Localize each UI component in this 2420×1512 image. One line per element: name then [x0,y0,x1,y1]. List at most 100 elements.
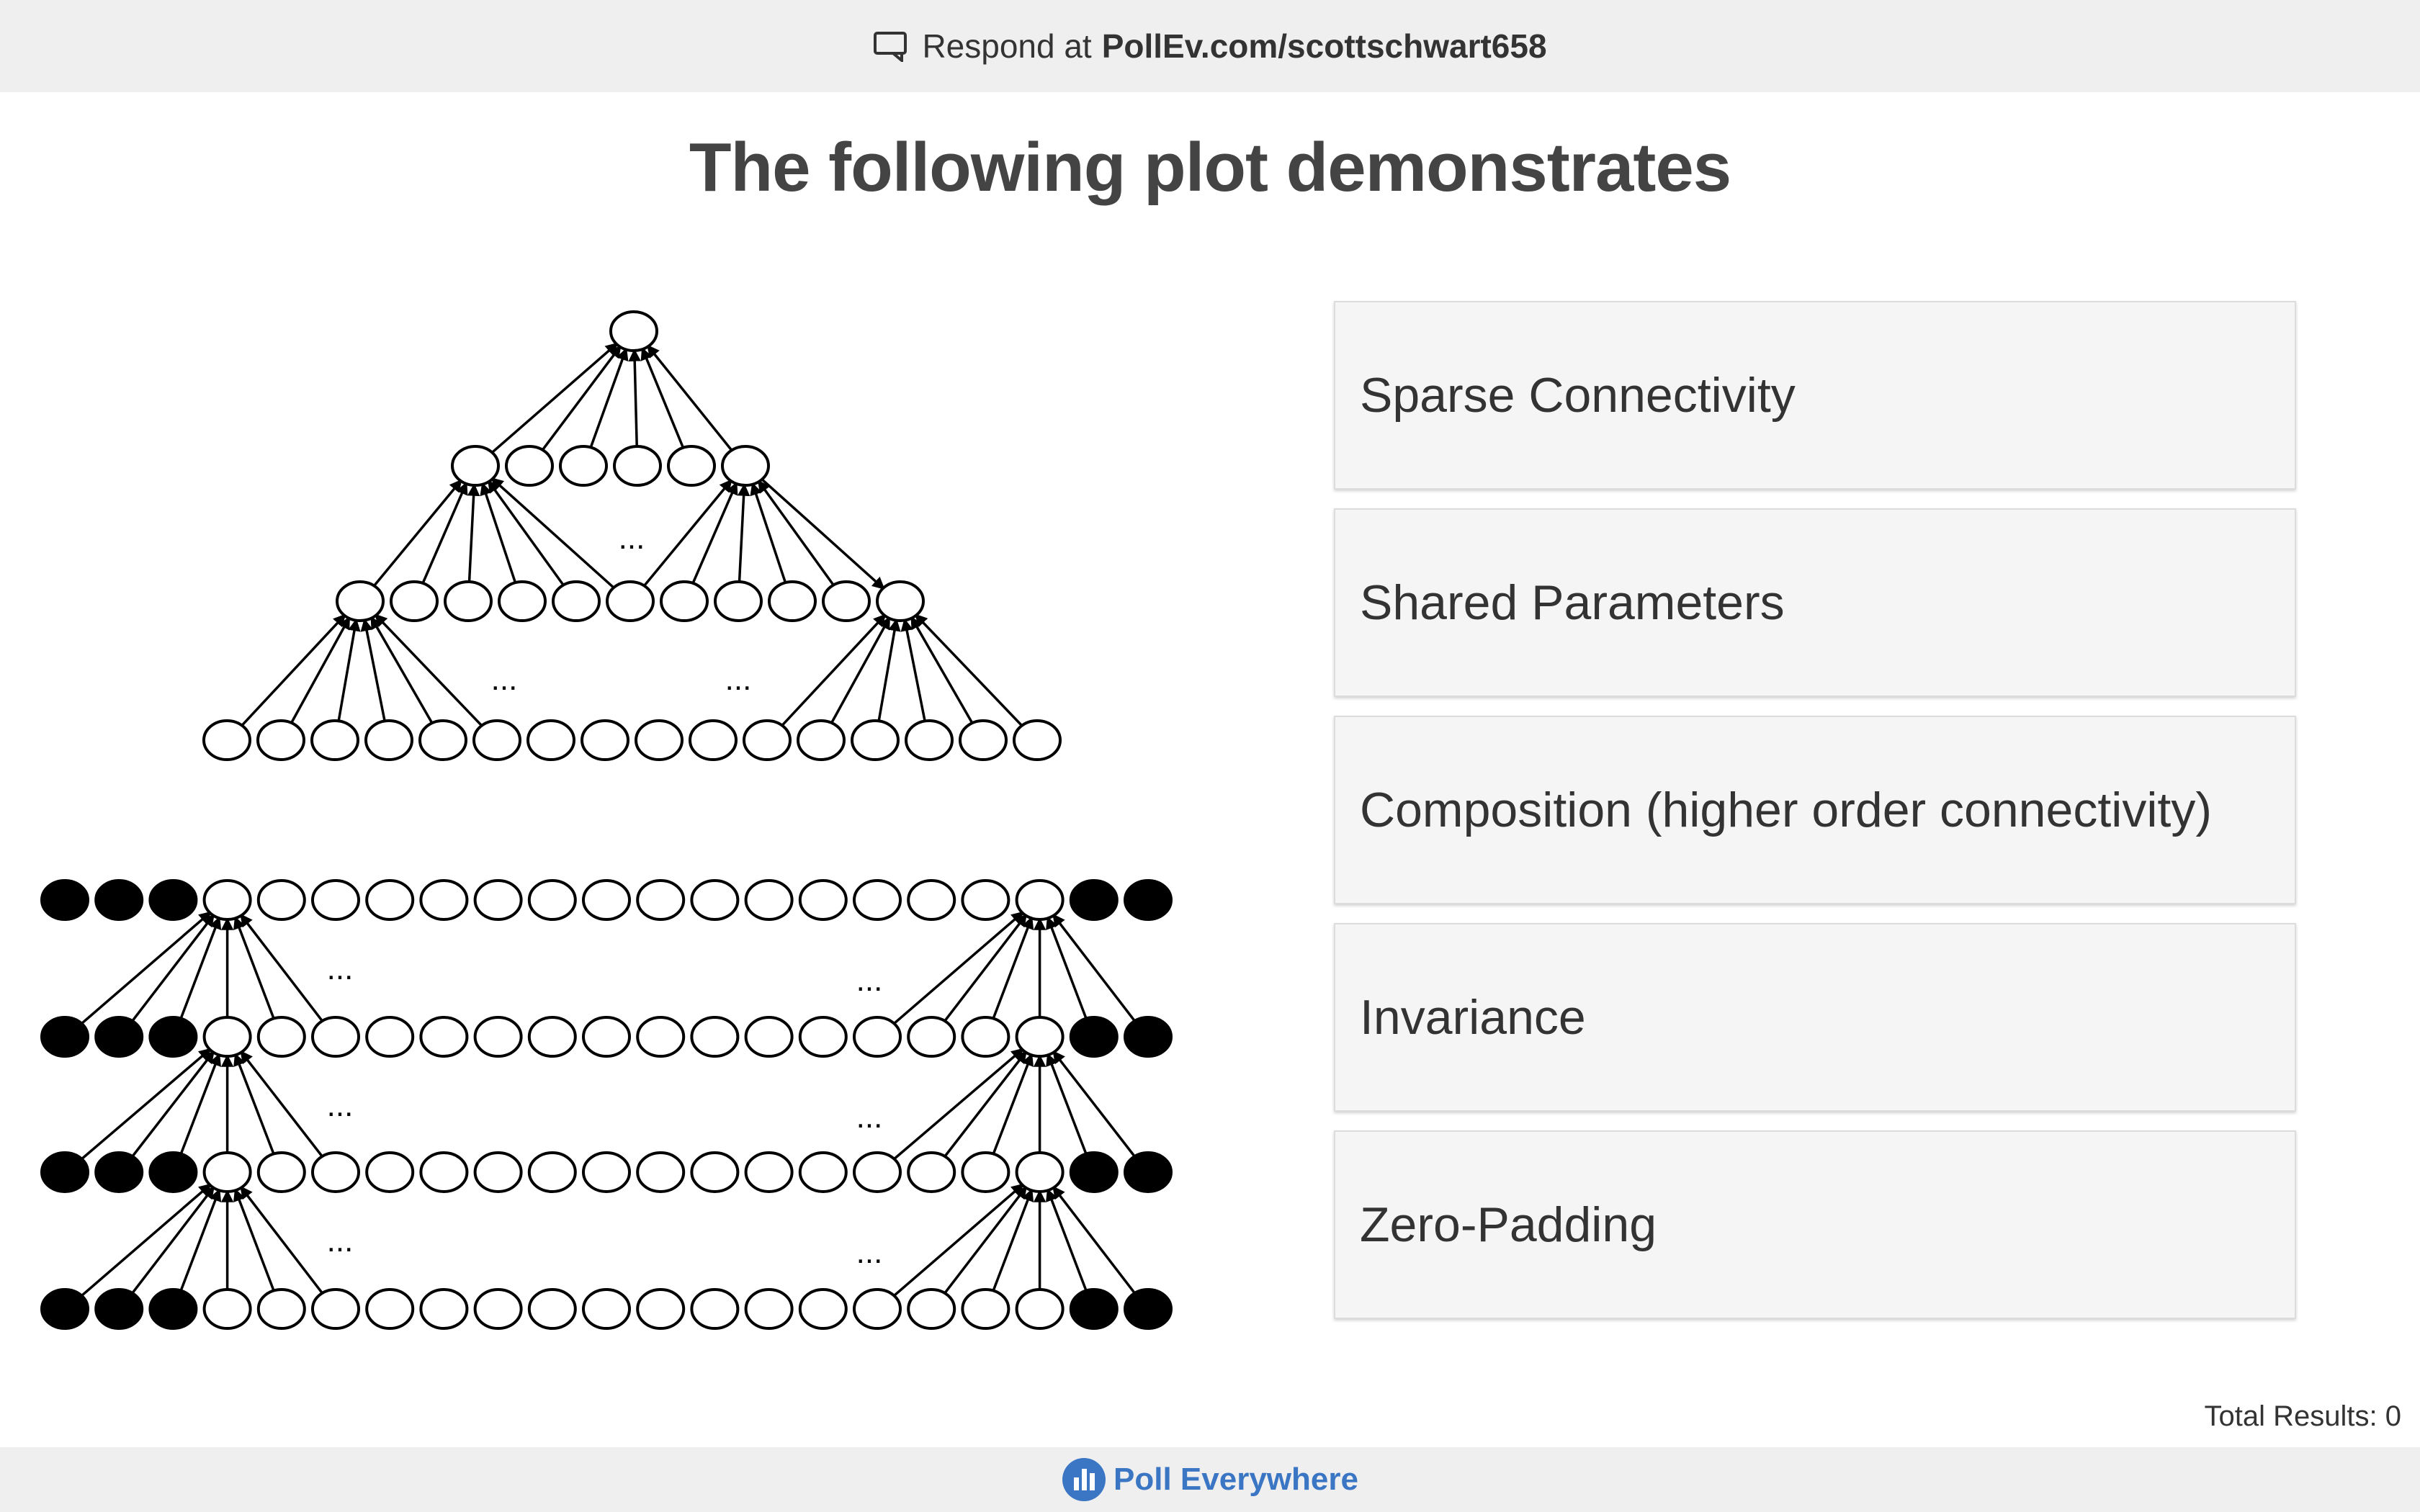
connection-arrow [914,613,1026,729]
connection-arrow [239,1185,326,1297]
option-label: Sparse Connectivity [1360,368,1796,423]
connection-arrow [421,482,468,586]
option-sparse-connectivity[interactable]: Sparse Connectivity [1334,301,2296,490]
connection-arrow [691,482,738,586]
unit-node [636,1016,686,1058]
unit-node [527,879,577,921]
unit-node [907,1288,956,1330]
ellipsis-label: ... [327,1088,354,1123]
zero-padding-node [94,1016,144,1058]
connection-arrow [1046,1053,1088,1157]
total-results: Total Results: 0 [2204,1400,2401,1432]
input-node [418,719,467,761]
option-shared-parameters[interactable]: Shared Parameters [1334,508,2296,697]
connection-arrow [628,348,641,449]
zero-padding-node [94,1151,144,1193]
zero-padding-node [94,879,144,921]
connection-arrow [490,477,617,591]
input-node [202,719,251,761]
hidden-node [876,580,925,622]
respond-url[interactable]: PollEv.com/scottschwart658 [1101,27,1547,65]
monitor-chat-icon [874,32,908,62]
unit-node [690,1288,740,1330]
connection-arrow [238,613,346,729]
hidden-node [390,580,439,622]
connection-arrow [78,911,212,1027]
footer-bar: Poll Everywhere [0,1447,2420,1512]
zero-padding-node [1069,879,1119,921]
unit-node [311,1151,360,1193]
input-node [797,719,846,761]
connection-arrow [130,1050,215,1160]
connection-arrow [1052,1050,1138,1160]
ellipsis-label: ... [856,963,883,998]
unit-node [961,1151,1010,1193]
connection-arrow [641,479,732,589]
zero-padding-node [40,1016,89,1058]
unit-node [473,1016,523,1058]
connection-arrow [233,1053,276,1157]
connection-arrow [1046,916,1088,1022]
unit-node [961,1016,1010,1058]
hidden-node [768,580,817,622]
unit-node [853,1151,902,1193]
input-node [526,719,575,761]
hidden-node [822,580,871,622]
connection-arrow [233,1188,276,1294]
input-node [1013,719,1062,761]
zero-padding-node [1069,1016,1119,1058]
unit-node [744,1016,794,1058]
unit-node [636,879,686,921]
unit-node [690,1151,740,1193]
zero-padding-node [148,1016,198,1058]
unit-node [582,1016,631,1058]
zero-padding-node [94,1288,144,1330]
unit-node [419,1016,469,1058]
option-label: Invariance [1360,990,1586,1045]
ellipsis-label: ... [856,1235,883,1270]
connection-arrow [467,483,480,585]
input-node [689,719,738,761]
unit-node [365,879,415,921]
connection-arrow [336,618,361,724]
connection-arrow [239,913,326,1025]
unit-node [690,1016,740,1058]
connection-arrow [488,342,619,456]
connection-arrow [369,616,435,726]
connection-arrow [890,911,1024,1027]
option-invariance[interactable]: Invariance [1334,923,2296,1112]
unit-node [256,879,306,921]
unit-node [961,879,1010,921]
connection-arrow [910,616,975,726]
connection-arrow [890,1183,1024,1299]
input-node [959,719,1008,761]
unit-node [473,879,523,921]
connection-arrow [360,618,387,724]
unit-node [853,1016,902,1058]
unit-node [907,1151,956,1193]
connection-arrow [1046,1188,1088,1294]
unit-node [744,1288,794,1330]
connection-arrow [991,1053,1034,1157]
unit-node [202,1016,252,1058]
unit-node [798,879,848,921]
zero-padding-node [148,1151,198,1193]
poll-everywhere-brand[interactable]: Poll Everywhere [1062,1457,1358,1502]
unit-node [798,1151,848,1193]
connection-arrow [539,345,622,454]
hidden-node [613,445,662,487]
unit-node [961,1288,1010,1330]
unit-node [527,1016,577,1058]
option-zero-padding[interactable]: Zero-Padding [1334,1130,2296,1319]
option-label: Shared Parameters [1360,575,1785,630]
respond-prefix: Respond at [922,27,1092,65]
unit-node [1015,1151,1065,1193]
ellipsis-label: ... [856,1099,883,1135]
connection-arrow [900,618,927,724]
unit-node [527,1288,577,1330]
unit-node [473,1151,523,1193]
unit-node [256,1016,306,1058]
connection-arrow [737,483,750,585]
option-composition[interactable]: Composition (higher order connectivity) [1334,716,2296,904]
zero-padding-node [148,1288,198,1330]
